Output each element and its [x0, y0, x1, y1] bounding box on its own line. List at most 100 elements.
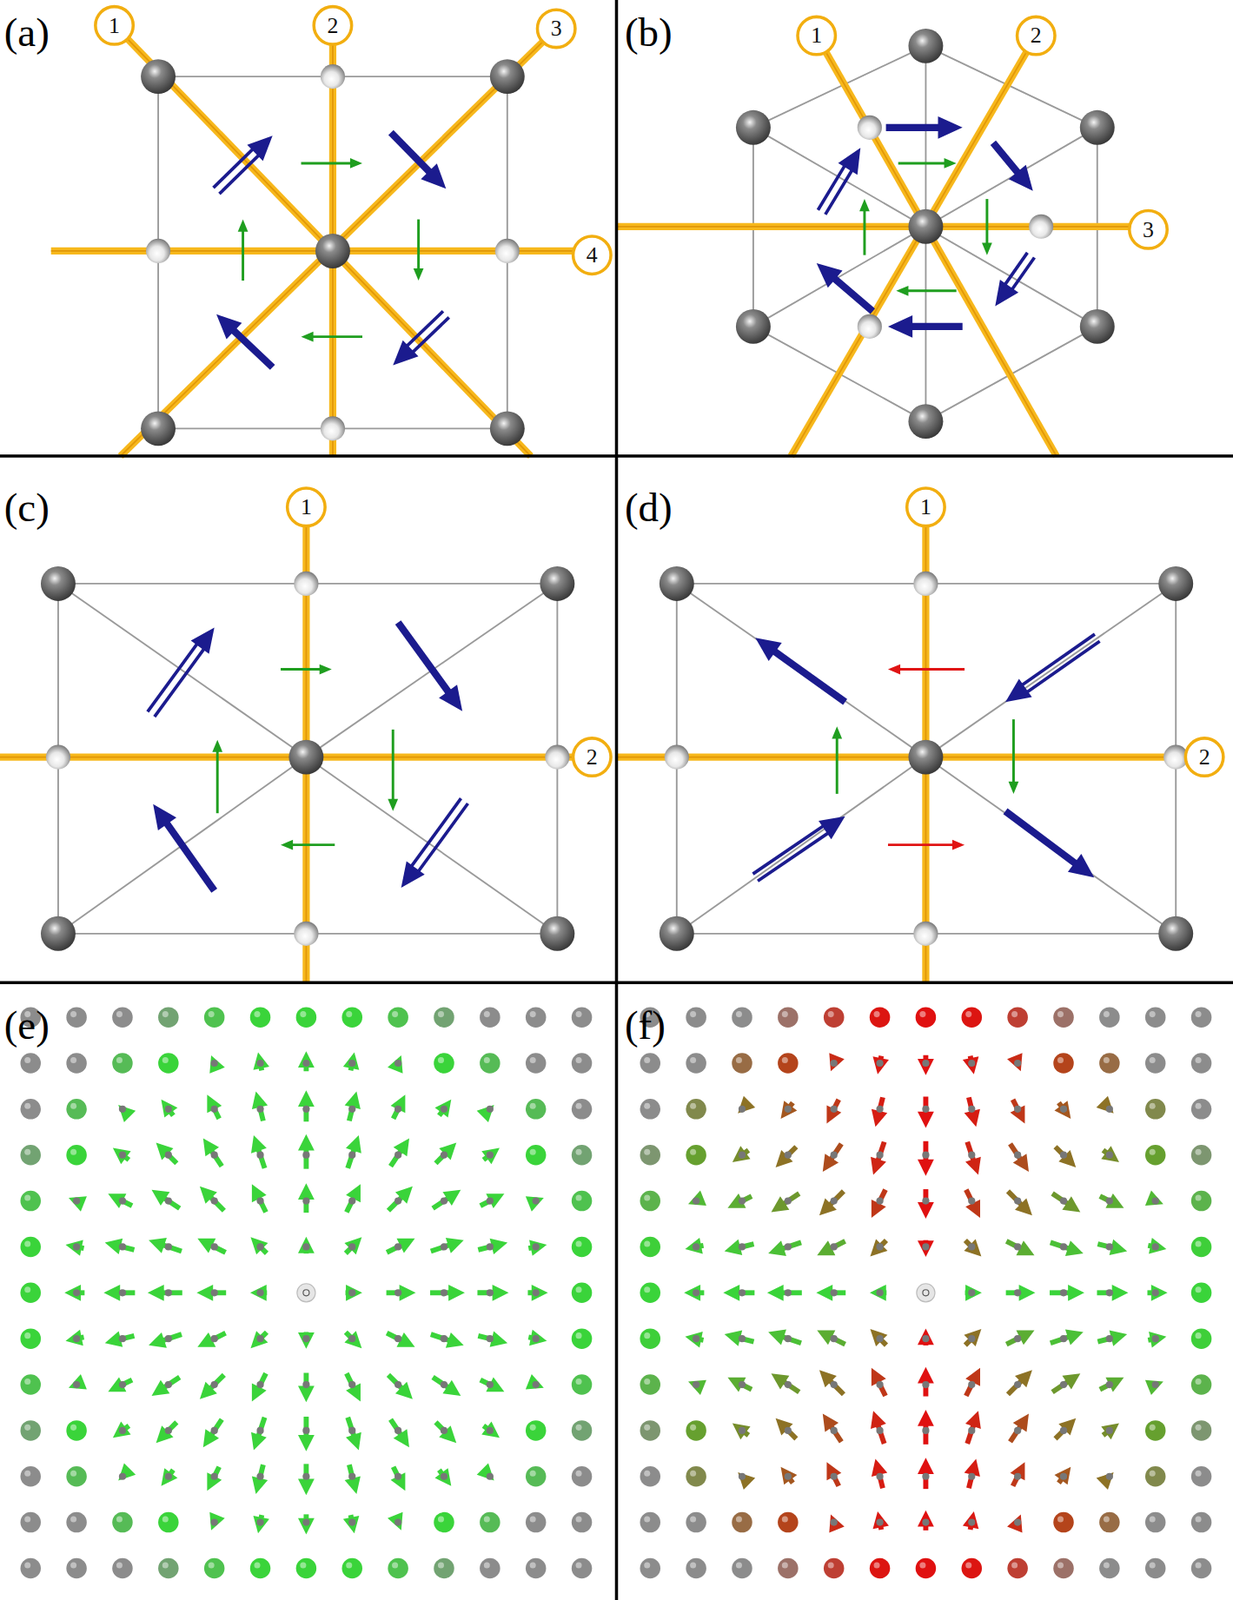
arrow-shaft [752, 825, 824, 875]
arrow-head [917, 1329, 935, 1346]
arrow-head [722, 1285, 740, 1302]
atom-small [46, 745, 71, 770]
spin-site [738, 1106, 746, 1114]
arrow-head [917, 1367, 935, 1385]
axis-line [816, 35, 1057, 457]
spin-cone-top [19, 1099, 40, 1120]
spin-site [440, 1381, 448, 1389]
spin-cone-top [204, 1558, 225, 1579]
spin-highlight [1149, 1517, 1156, 1524]
spin-site [348, 1060, 356, 1068]
arrow-head [917, 1202, 935, 1220]
spin-highlight [24, 1471, 31, 1478]
spin-site [394, 1518, 402, 1526]
arrow-head [345, 1135, 362, 1154]
arrow-head [768, 1330, 787, 1346]
spin-site [921, 1473, 929, 1481]
spin-highlight [1195, 1195, 1202, 1202]
arrow-head [895, 285, 909, 297]
spin-cone-top [250, 1558, 271, 1579]
atom-small [1028, 214, 1054, 239]
spin-site [1152, 1243, 1160, 1251]
panel-label: (a) [4, 12, 50, 54]
spin-cone-top [387, 1558, 408, 1579]
arrow-head [477, 1464, 495, 1482]
arrow-shaft [405, 311, 443, 347]
spin-site [1060, 1289, 1068, 1297]
spin-highlight [1103, 1057, 1110, 1064]
arrow-head [815, 1285, 833, 1302]
spin-site [967, 1381, 975, 1389]
atom [490, 59, 525, 94]
spin-highlight [1149, 1471, 1156, 1478]
spin-site [256, 1427, 264, 1435]
spin-cone-top [869, 1007, 890, 1028]
spin-site [256, 1106, 264, 1114]
arrow-head [298, 1386, 315, 1404]
arrow-shaft [830, 1425, 842, 1443]
spin-cone-top [685, 1099, 706, 1120]
callout-circle: 2 [1015, 15, 1057, 57]
spin-site [967, 1197, 975, 1205]
spin-highlight [576, 1195, 583, 1202]
arrow-head [1096, 1472, 1114, 1491]
spin-site [875, 1152, 883, 1160]
callout-circle: 1 [93, 5, 135, 47]
spin-cone-top [640, 1283, 661, 1304]
spin-site [72, 1243, 80, 1251]
spin-cone-top [66, 1420, 87, 1441]
arrow-head [1067, 854, 1094, 878]
spin-cone-top [571, 1145, 592, 1166]
spin-site [165, 1106, 173, 1114]
arrow-head [343, 1516, 359, 1534]
arrow-head [529, 1330, 547, 1346]
spin-highlight [70, 1011, 77, 1018]
atom-small [495, 238, 520, 264]
atom [659, 566, 695, 602]
spin-highlight [1149, 1011, 1156, 1018]
arrow-head [298, 1134, 315, 1152]
arrow-head [1014, 1370, 1033, 1388]
spin-center-dot [922, 1290, 929, 1297]
spin-site [1152, 1197, 1160, 1205]
spin-cone-top [685, 1007, 706, 1028]
arrow-head [768, 1240, 787, 1257]
arrow-head [688, 1191, 707, 1207]
callout-circle: 1 [905, 486, 947, 528]
spin-highlight [530, 1011, 537, 1018]
spin-highlight [643, 1103, 650, 1110]
spin-site [72, 1197, 80, 1205]
spin-site [875, 1197, 883, 1205]
spin-highlight [116, 1517, 123, 1524]
spin-cone-top [571, 1466, 592, 1487]
arrow-head [994, 279, 1019, 307]
spin-highlight [530, 1517, 537, 1524]
callout-number: 1 [300, 496, 312, 519]
spin-highlight [437, 1057, 445, 1064]
spin-cone-top [571, 1558, 592, 1579]
spin-site [967, 1473, 975, 1481]
arrow-head [1151, 1285, 1168, 1302]
spin-site [875, 1473, 883, 1481]
atom-small [857, 314, 882, 339]
spin-cone-top [640, 1558, 661, 1579]
spin-highlight [643, 1286, 650, 1293]
spin-site [1060, 1152, 1068, 1160]
callout-number: 1 [920, 496, 932, 519]
spin-site [692, 1335, 700, 1343]
atom [539, 916, 575, 952]
spin-highlight [1103, 1011, 1110, 1018]
arrow-head [118, 1105, 136, 1123]
spin-cone-top [525, 1007, 546, 1028]
spin-site [1106, 1473, 1114, 1481]
spin-site [211, 1106, 219, 1114]
spin-cone-top [479, 1007, 500, 1028]
spin-site [486, 1335, 494, 1343]
spin-highlight [70, 1517, 77, 1524]
spin-cone-top [1145, 1145, 1166, 1166]
arrow-head [298, 1435, 315, 1452]
spin-highlight [919, 1562, 926, 1569]
arrow-head [344, 1237, 362, 1255]
arrow-head [107, 1377, 126, 1393]
spin-cone-top [479, 1558, 500, 1579]
